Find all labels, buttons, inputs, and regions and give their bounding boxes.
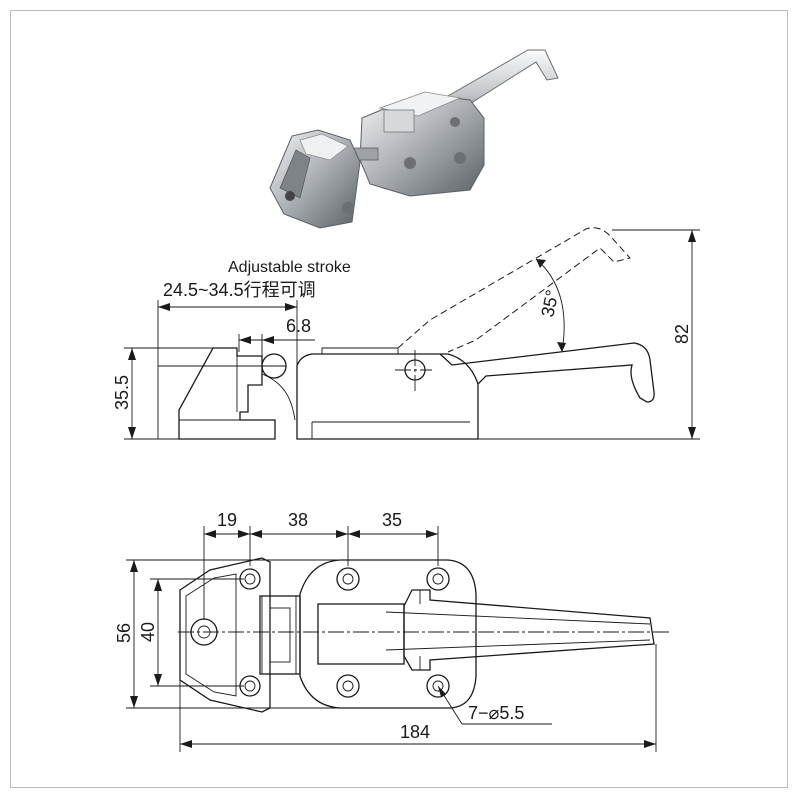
outer-height-dimension: 56 <box>114 623 134 643</box>
height-dimension: 35.5 <box>112 375 132 410</box>
length-dimension: 184 <box>400 722 430 742</box>
stroke-note-title: Adjustable stroke <box>228 259 351 276</box>
top-view: 19 38 35 56 40 184 <box>114 510 670 752</box>
latch-photo-icon <box>269 49 559 229</box>
spacing-dimension-a: 19 <box>217 510 237 530</box>
spacing-dimension-b: 38 <box>288 510 308 530</box>
side-view: 35° 82 35.5 Adjustable stroke 24.5~34.5行… <box>112 227 700 440</box>
mount-hole <box>336 567 360 591</box>
mount-hole <box>426 567 450 591</box>
angle-dimension: 35° <box>537 288 562 319</box>
stroke-note-range: 24.5~34.5行程可调 <box>163 280 316 300</box>
hole-callout: 7−⌀5.5 <box>468 703 524 723</box>
sheet-border <box>10 10 788 788</box>
mount-hole <box>426 674 450 698</box>
total-height-dimension: 82 <box>672 324 692 344</box>
mount-hole <box>336 674 360 698</box>
spacing-dimension-c: 35 <box>382 510 402 530</box>
inner-height-dimension: 40 <box>138 622 158 642</box>
gap-dimension: 6.8 <box>286 316 311 336</box>
